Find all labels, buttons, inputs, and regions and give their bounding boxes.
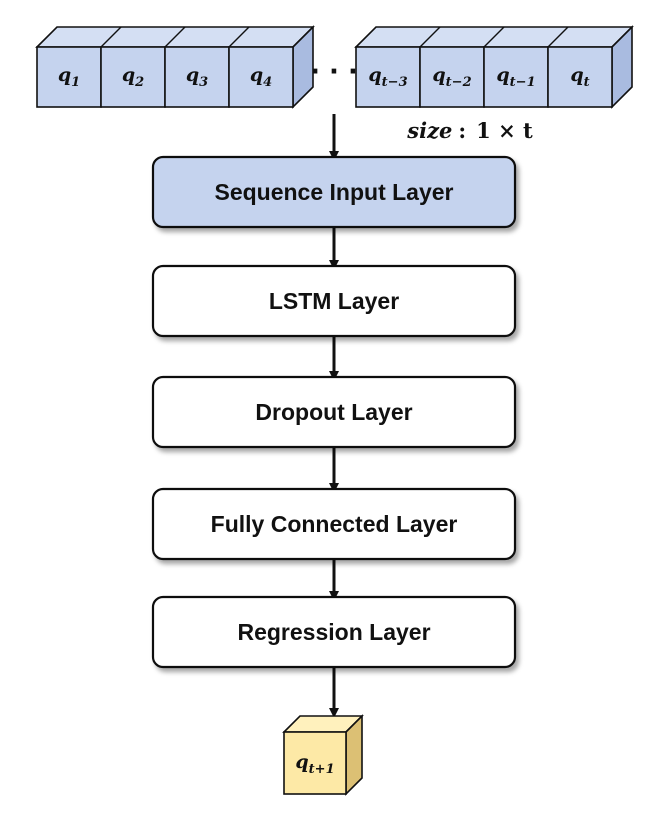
layer-box-frame: [151, 155, 517, 229]
sequence-cell: qt−1: [483, 46, 549, 108]
sequence-cell-label-subscript: 4: [263, 75, 272, 90]
sequence-cell-face: [228, 46, 294, 108]
sequence-cell-face: [36, 46, 102, 108]
sequence-cell: q2: [100, 46, 166, 108]
layer-box-lstm-layer: LSTM Layer: [151, 264, 517, 338]
sequence-ellipsis: · · ·: [310, 57, 358, 87]
sequence-cell-face: [419, 46, 485, 108]
sequence-cell-label-subscript: 3: [199, 75, 208, 90]
sequence-cell-label: q3: [186, 64, 208, 90]
left-sequence-strip-top-divider: [164, 26, 186, 48]
sequence-cell-label-subscript: t: [584, 75, 590, 90]
layer-box-dropout-layer: Dropout Layer: [151, 375, 517, 449]
sequence-cell-label-base: q: [122, 64, 135, 86]
sequence-cell-label-subscript: t−1: [510, 75, 536, 90]
sequence-cell-face: [483, 46, 549, 108]
output-cube: qt+1: [282, 714, 364, 796]
sequence-cell-label-subscript: t−2: [446, 75, 472, 90]
layer-label: Dropout Layer: [255, 399, 412, 425]
layer-box-fully-connected-layer: Fully Connected Layer: [151, 487, 517, 561]
sequence-cell-label: qt−1: [496, 64, 535, 90]
sequence-cell-label: q2: [122, 64, 144, 90]
sequence-cell: qt−3: [355, 46, 421, 108]
sequence-cell-label: q4: [250, 64, 272, 90]
sequence-cell-face: [547, 46, 613, 108]
sequence-cell: qt: [547, 46, 613, 108]
sequence-cell-label-base: q: [570, 64, 583, 86]
sequence-cell-label-base: q: [250, 64, 263, 86]
layer-box-frame: [151, 264, 517, 338]
layer-label: LSTM Layer: [269, 288, 399, 314]
right-sequence-strip-top-divider: [483, 26, 505, 48]
sequence-cell-label-base: q: [368, 64, 381, 86]
layer-box-sequence-input-layer: Sequence Input Layer: [151, 155, 517, 229]
layer-label: Sequence Input Layer: [214, 179, 453, 205]
sequence-cell: q4: [228, 46, 294, 108]
size-value: 1 × t: [476, 118, 533, 143]
sequence-cell-label-subscript: 1: [71, 75, 80, 90]
layer-label: Regression Layer: [237, 619, 430, 645]
sequence-cell-label-base: q: [58, 64, 71, 86]
layer-box-frame: [151, 595, 517, 669]
sequence-cell-label-base: q: [186, 64, 199, 86]
sequence-cell-label: qt−3: [368, 64, 407, 90]
size-separator: :: [458, 118, 466, 143]
output-label-base: q: [295, 751, 308, 773]
sequence-cell-label: qt: [570, 64, 589, 90]
sequence-cell-label-subscript: 2: [134, 75, 144, 90]
layer-box-frame: [151, 375, 517, 449]
sequence-cell: qt−2: [419, 46, 485, 108]
sequence-cell: q1: [36, 46, 102, 108]
sequence-cell: q3: [164, 46, 230, 108]
sequence-size-label: size:1 × t: [406, 118, 533, 143]
output-label: qt+1: [295, 751, 334, 777]
sequence-cell-label-base: q: [496, 64, 509, 86]
right-sequence-strip-top-divider: [419, 26, 441, 48]
sequence-cell-label-base: q: [432, 64, 445, 86]
sequence-cell-label: qt−2: [432, 64, 471, 90]
output-cube-face: [283, 731, 347, 795]
right-sequence-strip-top-divider: [547, 26, 569, 48]
layer-box-regression-layer: Regression Layer: [151, 595, 517, 669]
sequence-cell-face: [355, 46, 421, 108]
output-label-subscript: t+1: [309, 762, 335, 777]
size-word: size: [406, 118, 452, 143]
sequence-cell-label: q1: [58, 64, 80, 90]
left-sequence-strip-top-divider: [100, 26, 122, 48]
sequence-cell-label-subscript: t−3: [382, 75, 408, 90]
left-sequence-strip-top-divider: [228, 26, 250, 48]
layer-label: Fully Connected Layer: [211, 511, 458, 537]
layer-box-frame: [151, 487, 517, 561]
